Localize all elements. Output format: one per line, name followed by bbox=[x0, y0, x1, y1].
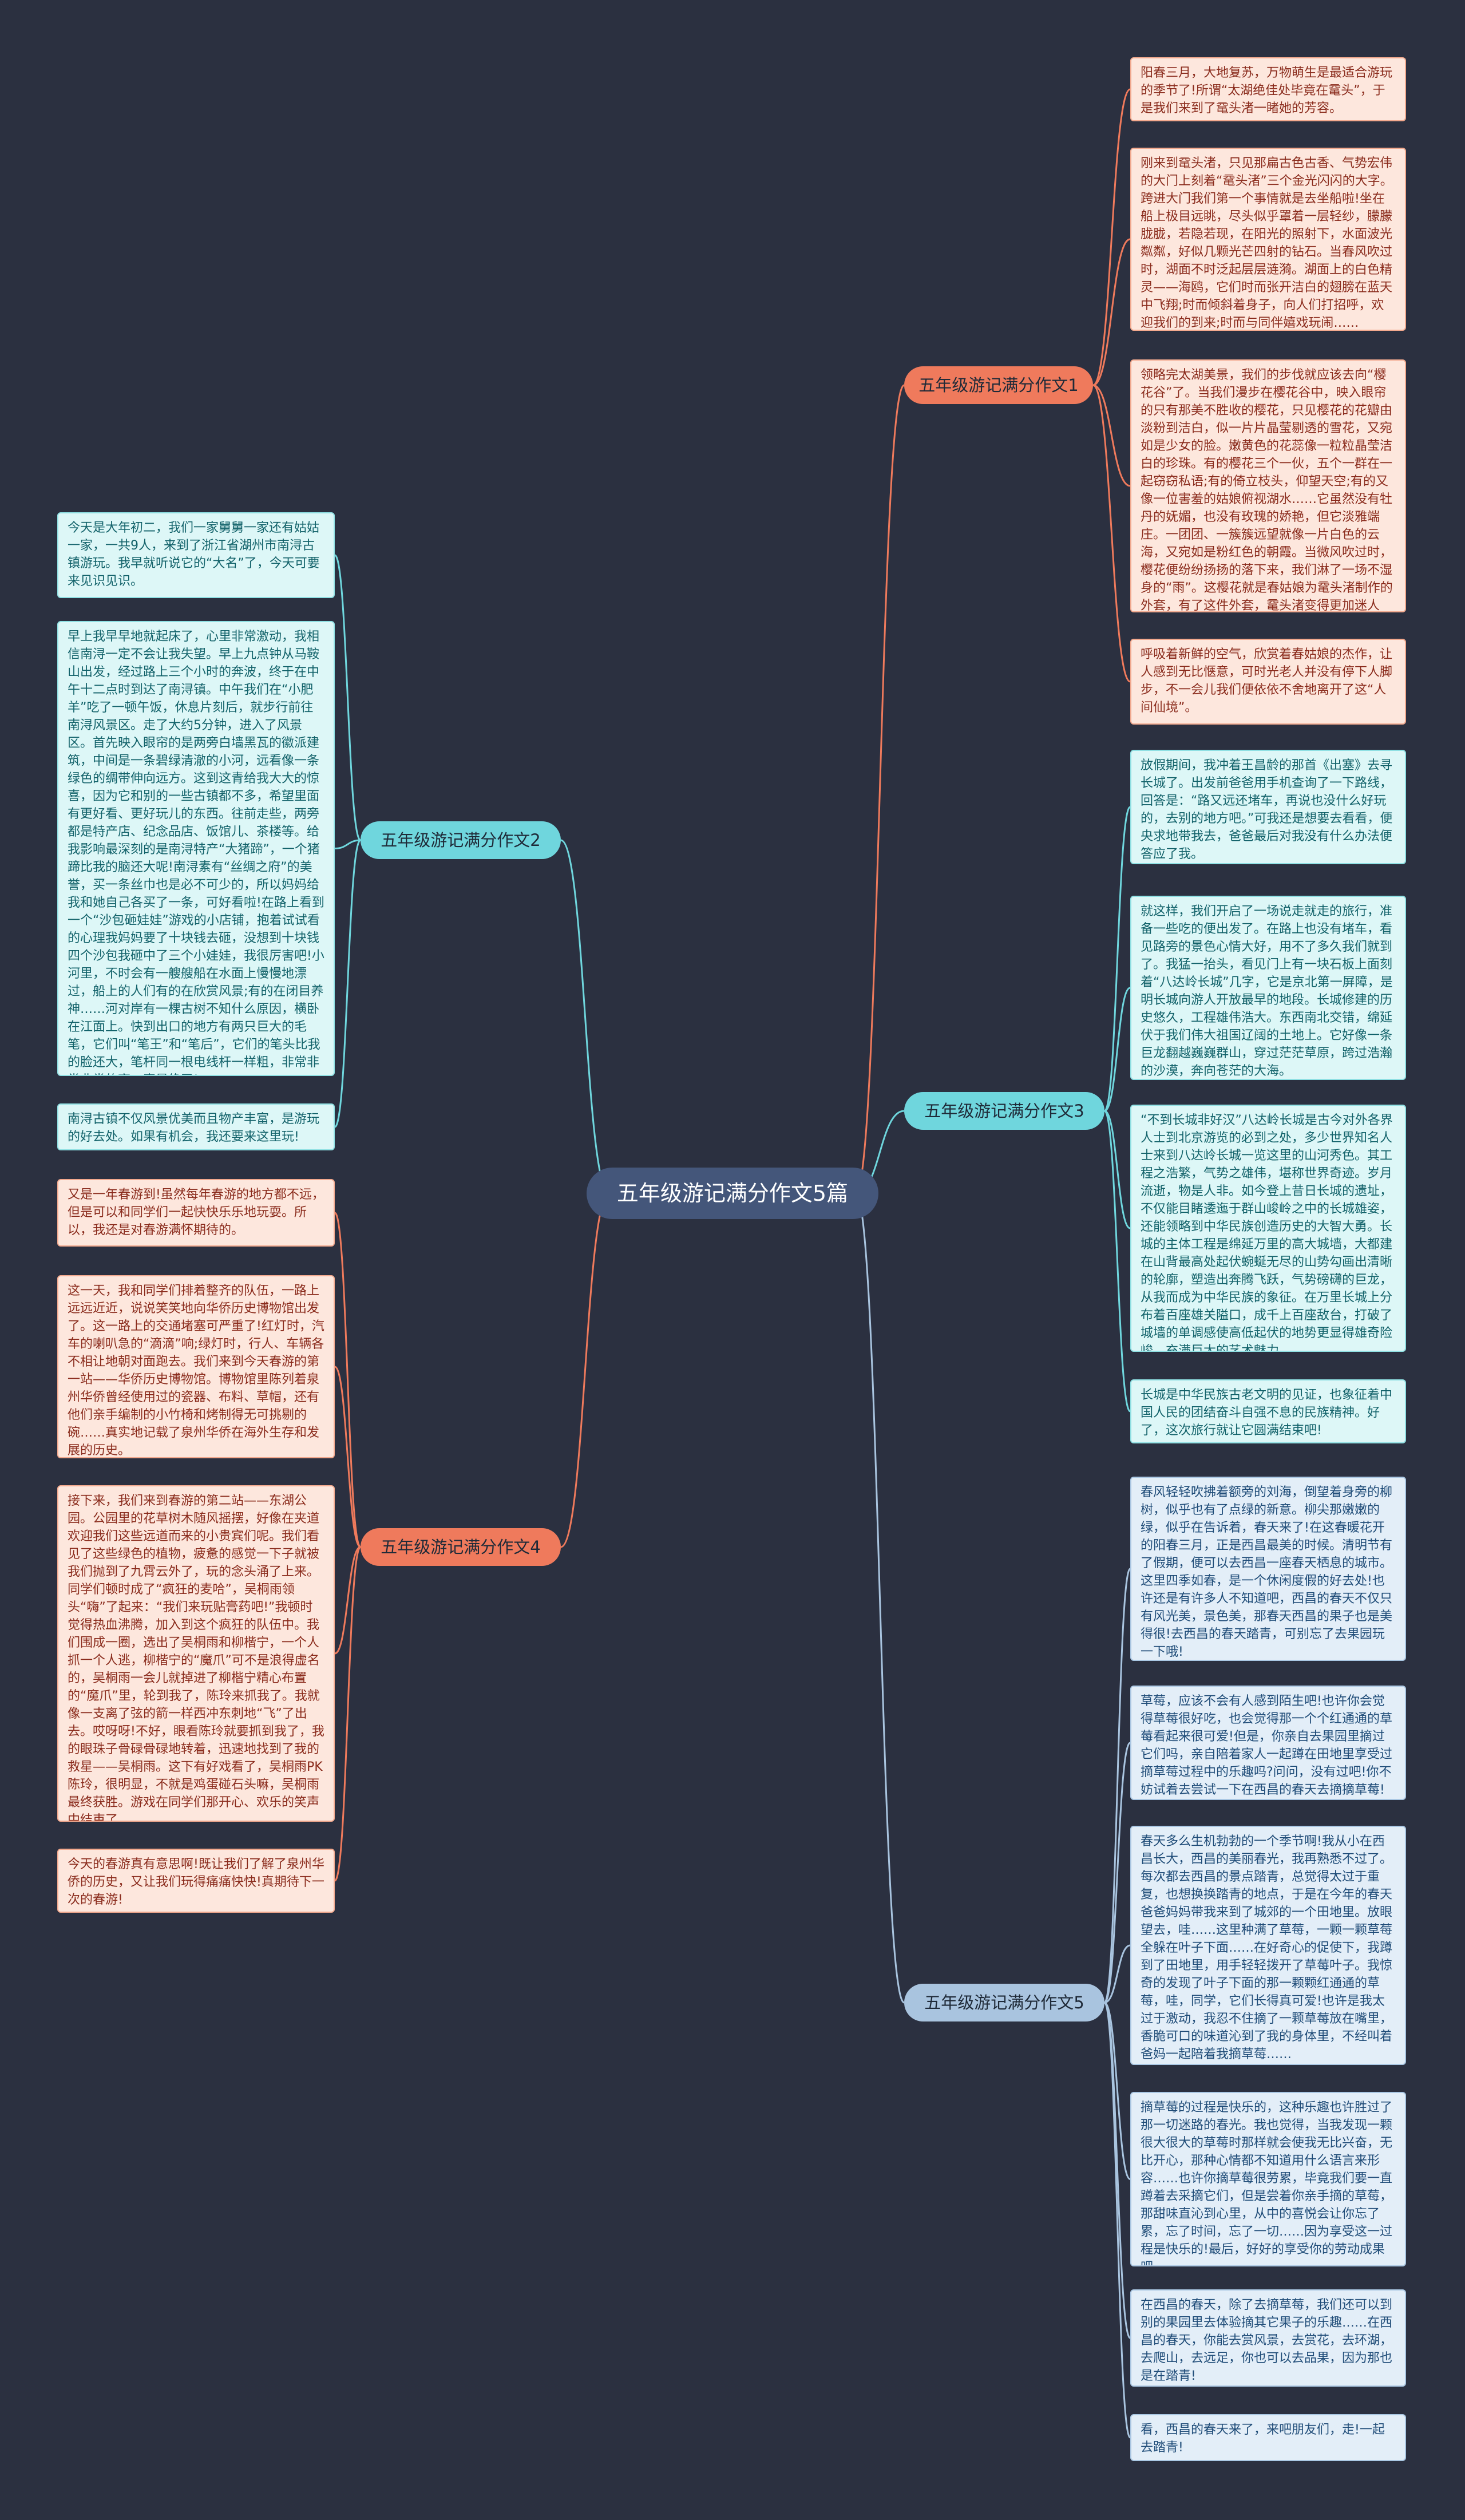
leaf-essay-5-4: 摘草莓的过程是快乐的，这种乐趣也许胜过了那一切迷路的春光。我也觉得，当我发现一颗… bbox=[1130, 2092, 1406, 2266]
leaf-essay-5-5: 在西昌的春天，除了去摘草莓，我们还可以到别的果园里去体验摘其它果子的乐趣……在西… bbox=[1130, 2289, 1406, 2387]
link-branch-5-leaf-3 bbox=[1104, 1944, 1131, 2004]
link-branch-1-leaf-1 bbox=[1092, 88, 1131, 386]
link-branch-2-leaf-1 bbox=[334, 554, 362, 841]
root-topic[interactable]: 五年级游记满分作文5篇 bbox=[587, 1168, 878, 1219]
link-branch-2-leaf-3 bbox=[334, 839, 362, 1128]
branch-essay-2[interactable]: 五年级游记满分作文2 bbox=[361, 821, 561, 859]
link-root-branch-4 bbox=[560, 1192, 610, 1548]
link-branch-3-leaf-3 bbox=[1104, 1110, 1131, 1229]
branch-essay-4[interactable]: 五年级游记满分作文4 bbox=[361, 1528, 561, 1566]
link-branch-3-leaf-4 bbox=[1103, 1110, 1131, 1413]
link-branch-5-leaf-1 bbox=[1103, 1568, 1131, 2004]
leaf-essay-3-3: “不到长城非好汉”八达岭长城是古今对外各界人士到北京游览的必到之处，多少世界知名… bbox=[1130, 1105, 1406, 1352]
link-branch-4-leaf-2 bbox=[334, 1366, 361, 1548]
link-root-branch-2 bbox=[560, 839, 610, 1194]
link-branch-1-leaf-2 bbox=[1092, 238, 1131, 386]
leaf-essay-4-2: 这一天，我和同学们排着整齐的队伍，一路上远远近近，说说笑笑地向华侨历史博物馆出发… bbox=[57, 1275, 335, 1458]
leaf-essay-5-2: 草莓，应该不会有人感到陌生吧!也许你会觉得草莓很好吃，也会觉得那一个个红通通的草… bbox=[1130, 1686, 1406, 1800]
link-branch-5-leaf-2 bbox=[1103, 1742, 1131, 2004]
leaf-essay-4-4: 今天的春游真有意思啊!既让我们了解了泉州华侨的历史，又让我们玩得痛痛快快!真期待… bbox=[57, 1849, 335, 1913]
leaf-essay-3-4: 长城是中华民族古老文明的见证，也象征着中国人民的团结奋斗自强不息的民族精神。好了… bbox=[1130, 1379, 1406, 1443]
branch-essay-5[interactable]: 五年级游记满分作文5 bbox=[904, 1984, 1104, 2021]
leaf-essay-1-2: 刚来到鼋头渚，只见那扁古色古香、气势宏伟的大门上刻着“鼋头渚”三个金光闪闪的大字… bbox=[1130, 148, 1406, 331]
link-root-branch-5 bbox=[854, 1192, 905, 2004]
link-branch-5-leaf-4 bbox=[1104, 2001, 1131, 2180]
leaf-essay-4-3: 接下来，我们来到春游的第二站——东湖公园。公园里的花草树木随风摇摆，好像在夹道欢… bbox=[57, 1485, 335, 1822]
leaf-essay-2-3: 南浔古镇不仅风景优美而且物产丰富，是游玩的好去处。如果有机会，我还要来这里玩! bbox=[57, 1103, 335, 1150]
link-branch-4-leaf-3 bbox=[334, 1546, 361, 1655]
link-branch-3-leaf-1 bbox=[1103, 806, 1131, 1112]
link-branch-4-leaf-4 bbox=[334, 1546, 362, 1882]
leaf-essay-1-3: 领略完太湖美景，我们的步伐就应该去向“樱花谷”了。当我们漫步在樱花谷中，映入眼帘… bbox=[1130, 359, 1406, 612]
link-branch-3-leaf-2 bbox=[1104, 987, 1131, 1112]
leaf-essay-4-1: 又是一年春游到!虽然每年春游的地方都不远，但是可以和同学们一起快快乐乐地玩耍。所… bbox=[57, 1179, 335, 1247]
link-branch-1-leaf-3 bbox=[1092, 384, 1131, 487]
link-root-branch-1 bbox=[854, 384, 905, 1194]
leaf-essay-3-2: 就这样，我们开启了一场说走就走的旅行，准备一些吃的便出发了。在路上也没有堵车，看… bbox=[1130, 896, 1406, 1080]
leaf-essay-1-4: 呼吸着新鲜的空气，欣赏着春姑娘的杰作，让人感到无比惬意，可时光老人并没有停下人脚… bbox=[1130, 639, 1406, 725]
leaf-essay-2-2: 早上我早早地就起床了，心里非常激动，我相信南浔一定不会让我失望。早上九点钟从马鞍… bbox=[57, 621, 335, 1076]
leaf-essay-5-6: 看，西昌的春天来了，来吧朋友们，走!一起去踏青! bbox=[1130, 2414, 1406, 2461]
link-branch-5-leaf-6 bbox=[1103, 2001, 1131, 2439]
leaf-essay-5-3: 春天多么生机勃勃的一个季节啊!我从小在西昌长大，西昌的美丽春光，我再熟悉不过了。… bbox=[1130, 1826, 1406, 2065]
link-branch-2-leaf-2 bbox=[334, 839, 361, 849]
link-branch-4-leaf-1 bbox=[334, 1212, 362, 1548]
leaf-essay-5-1: 春风轻轻吹拂着额旁的刘海，倒望着身旁的柳树，似乎也有了点绿的新意。柳尖那嫩嫩的绿… bbox=[1130, 1477, 1406, 1661]
leaf-essay-2-1: 今天是大年初二，我们一家舅舅一家还有姑姑一家，一共9人，来到了浙江省湖州市南浔古… bbox=[57, 512, 335, 598]
leaf-essay-3-1: 放假期间，我冲着王昌龄的那首《出塞》去寻长城了。出发前爸爸用手机查询了一下路线，… bbox=[1130, 750, 1406, 864]
branch-essay-3[interactable]: 五年级游记满分作文3 bbox=[904, 1092, 1104, 1130]
leaf-essay-1-1: 阳春三月，大地复苏，万物萌生是最适合游玩的季节了!所谓“太湖绝佳处毕竟在鼋头”，… bbox=[1130, 57, 1406, 121]
branch-essay-1[interactable]: 五年级游记满分作文1 bbox=[904, 366, 1093, 404]
link-branch-1-leaf-4 bbox=[1092, 384, 1131, 683]
